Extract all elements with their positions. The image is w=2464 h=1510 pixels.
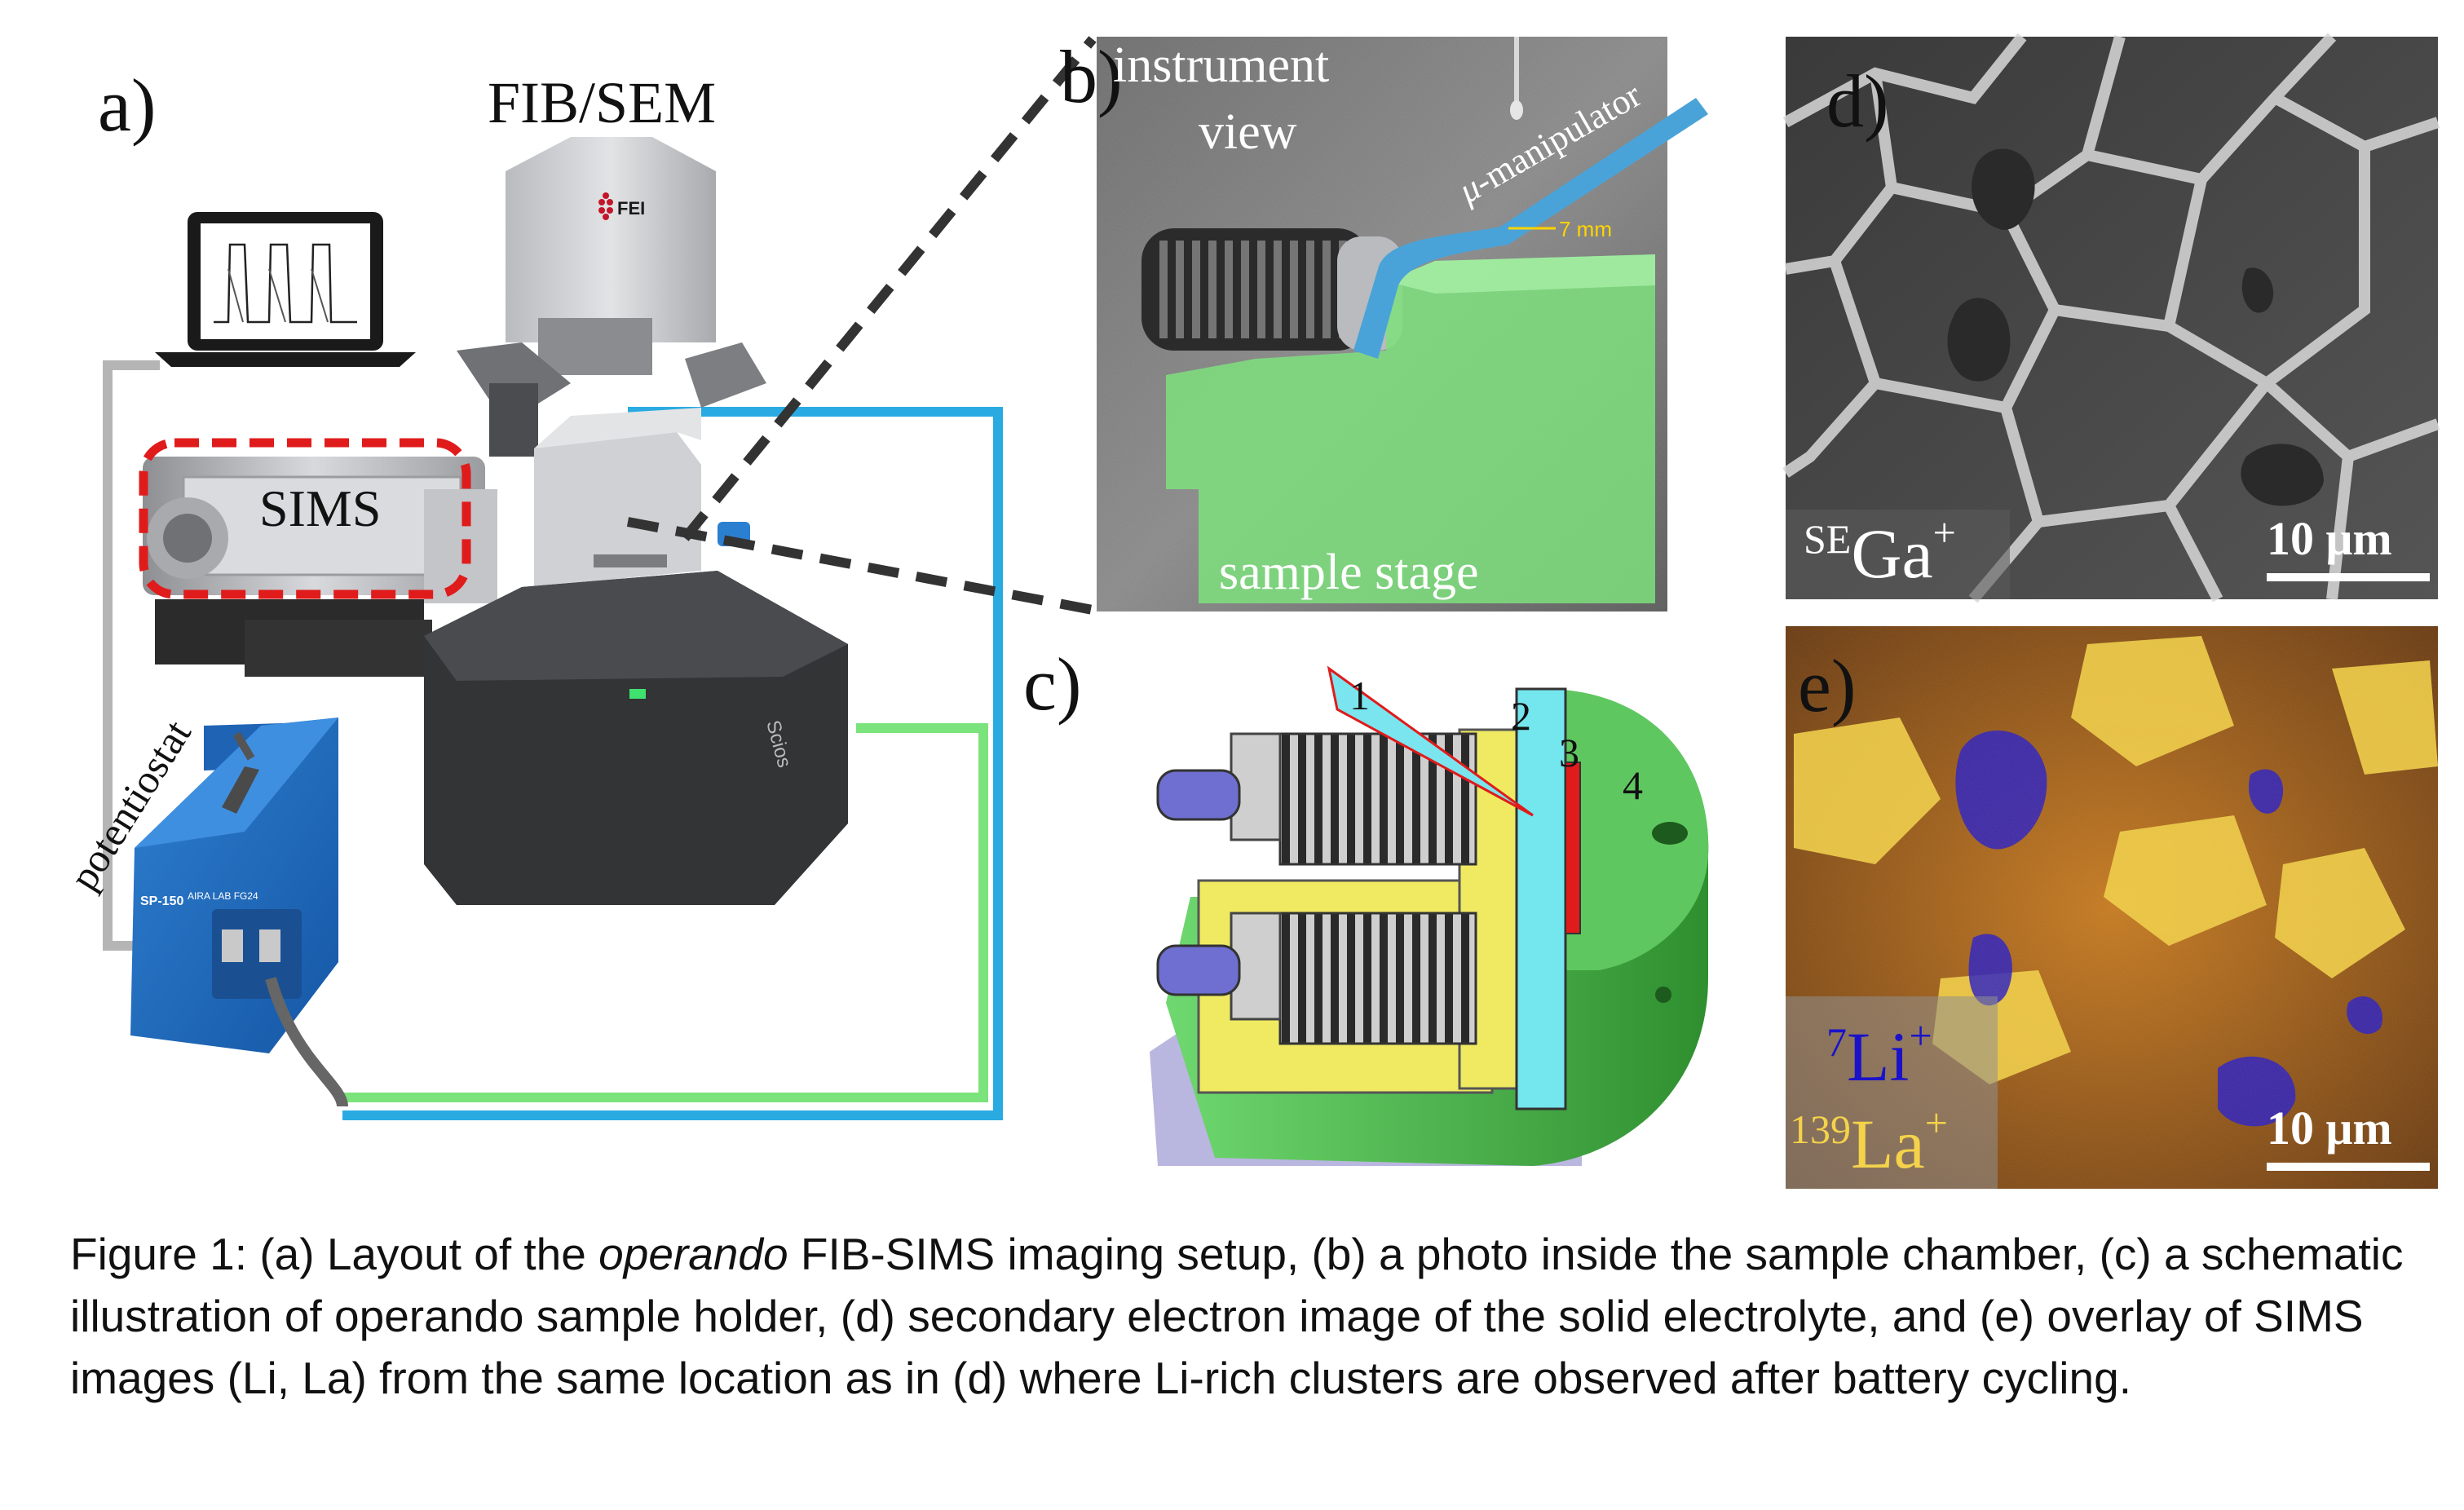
fei-brand: FEI [617,198,645,219]
panel-e-label: e) [1798,644,1856,727]
la-label: 139La+ [1790,1100,1948,1183]
zoom-line-bottom [626,517,1094,615]
figure-caption: Figure 1: (a) Layout of the operando FIB… [70,1223,2418,1409]
sample-stage-overlay [1166,254,1655,603]
panel-e: e) 7Li+ 139La+ 10 μm [1786,626,2438,1189]
green-cable [342,723,988,1102]
panel-a-label: a) [98,64,156,147]
panel-a: a) FIB/SEM SIMS [60,36,1097,1120]
part-3-sample [1565,762,1581,934]
fib-sem-title: FIB/SEM [488,70,716,135]
blue-cable [342,407,1003,1120]
panel-c: c) 1 2 3 4 [1023,642,1709,1166]
panel-d-scale-bar [2267,573,2430,581]
caption-part1: Figure 1: (a) Layout of the [70,1229,599,1279]
panel-e-scale-label: 10 μm [2267,1102,2392,1155]
caption-part2: FIB-SIMS imaging setup, (b) a photo insi… [70,1229,2404,1403]
part-1-beam [1327,665,1534,817]
potentiostat-device [130,717,348,1107]
part-1-label: 1 [1349,673,1370,718]
part-3-label: 3 [1559,730,1579,775]
panel-d: d) SEGa+ 10 μm [1782,33,2440,603]
part-4-label: 4 [1623,762,1643,808]
panel-b-scale: 7 mm [1559,217,1612,241]
se-ga-label: SEGa+ [1804,510,1956,593]
instrument-view-line2: view [1199,104,1297,160]
sample-stage-label: sample stage [1219,545,1479,600]
sims-module [143,457,497,677]
instrument-view-line1: instrument [1113,38,1329,93]
li-label: 7Li+ [1826,1013,1932,1096]
panel-b-label: b) [1060,35,1123,118]
panel-b: 7 mm b) instrument view μ-manipulator sa… [1060,35,1708,612]
spring-bottom [1278,912,1477,1045]
panel-d-label: d) [1826,60,1889,143]
figure-panels: a) FIB/SEM SIMS [60,33,2440,1189]
panel-d-scale-label: 10 μm [2267,512,2392,565]
zoom-line-top [681,36,1097,541]
caption-italic: operando [598,1229,788,1279]
fei-logo-icon [598,192,613,220]
panel-c-label: c) [1023,642,1081,726]
part-2-label: 2 [1511,693,1531,739]
panel-e-scale-bar [2267,1163,2430,1171]
part-2-plate [1515,687,1567,1110]
potentiostat-model: SP-150 [140,894,183,908]
sims-label: SIMS [259,479,381,537]
sims-highlight-box [139,438,471,599]
potentiostat-tag: AIRA LAB FG24 [188,890,258,902]
laptop-icon [155,212,416,367]
fib-sem-instrument [424,137,848,905]
